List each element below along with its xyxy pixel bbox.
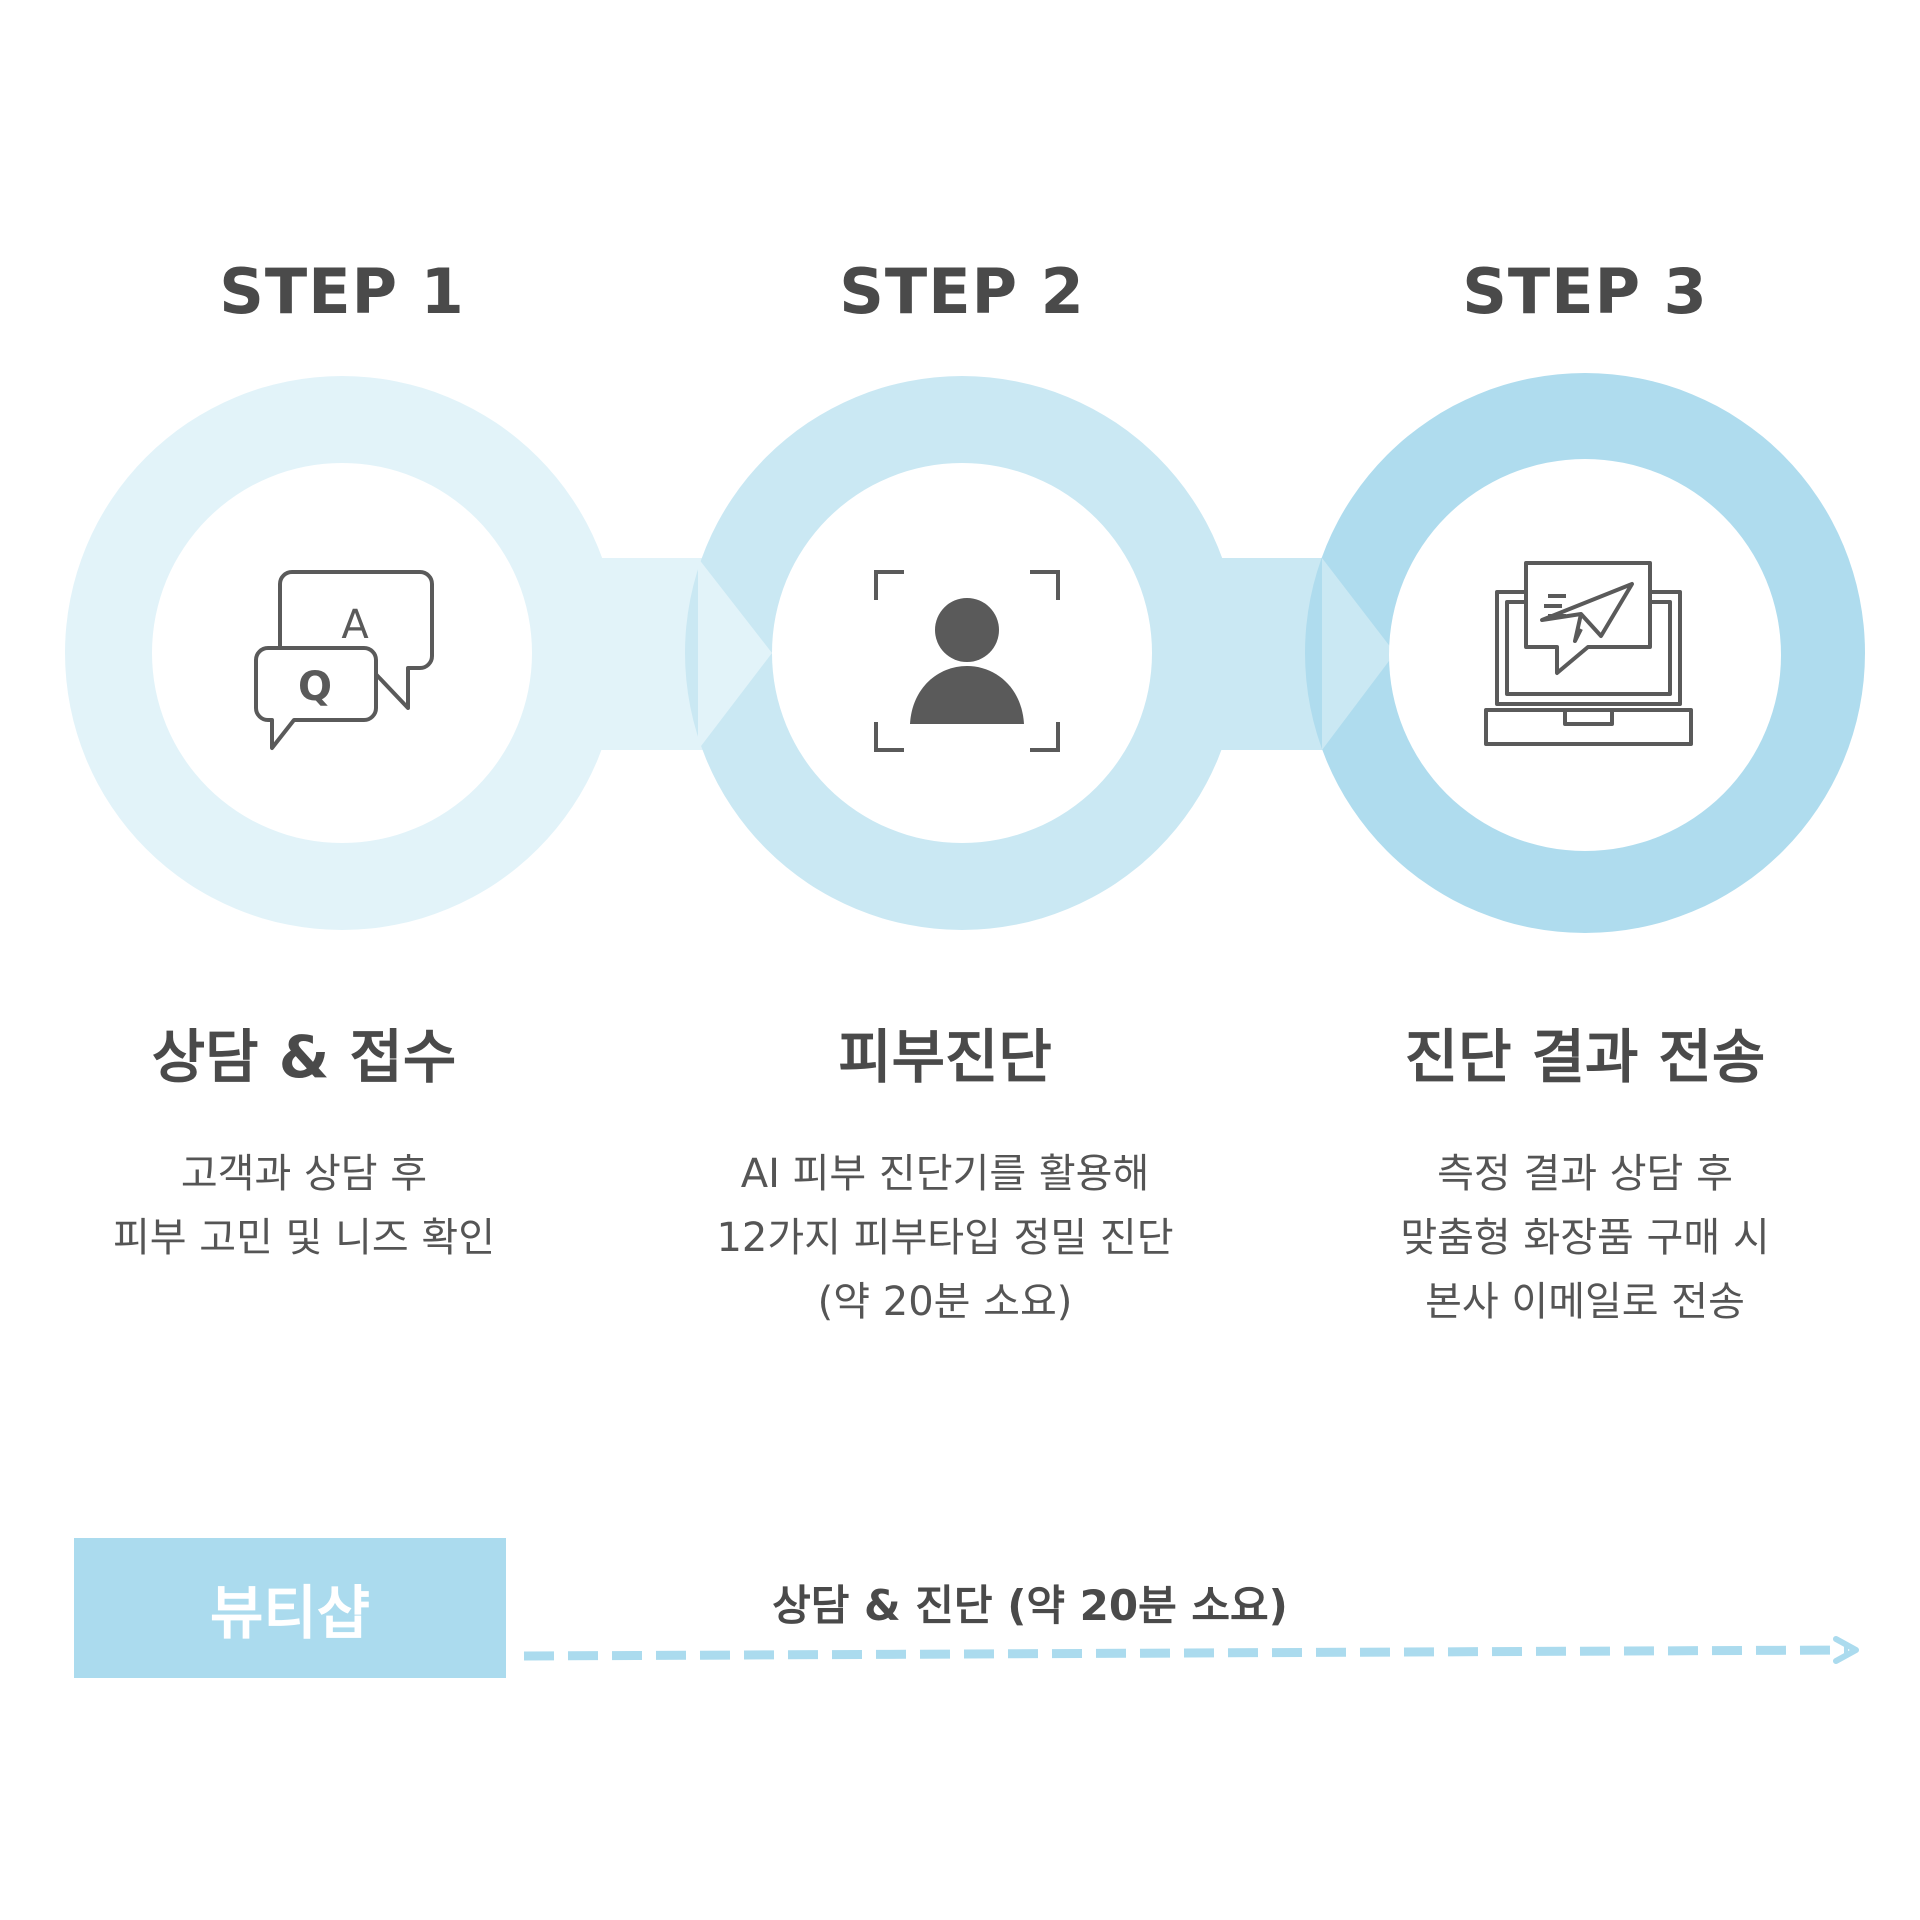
timeline-label: 상담 & 진단 (약 20분 소요) — [772, 1581, 1288, 1630]
step-3-description-line-1: 측정 결과 상담 후 — [1437, 1151, 1733, 1197]
face-scan-person-icon — [874, 570, 1060, 752]
step-2-description-line-1: AI 피부 진단기를 활용해 — [740, 1151, 1150, 1197]
step-1-description-line-2: 피부 고민 및 니즈 확인 — [112, 1215, 496, 1261]
step-1-description-line-1: 고객과 상담 후 — [180, 1151, 428, 1197]
answer-letter: A — [341, 602, 369, 648]
step-3-description-line-2: 맞춤형 화장품 구매 시 — [1400, 1215, 1770, 1261]
step-2-title: 피부진단 — [838, 1023, 1052, 1091]
step-2-label: STEP 2 — [839, 255, 1085, 328]
step-2-description: AI 피부 진단기를 활용해 12가지 피부타입 정밀 진단 (약 20분 소요… — [635, 1142, 1255, 1334]
step-1-description: 고객과 상담 후 피부 고민 및 니즈 확인 — [0, 1142, 614, 1270]
step-1-title: 상담 & 접수 — [151, 1023, 457, 1091]
beauty-shop-box: 뷰티샵 — [74, 1538, 506, 1678]
dashed-arrow-head — [1833, 1636, 1859, 1664]
question-letter: Q — [298, 664, 332, 710]
step-2-description-line-3: (약 20분 소요) — [817, 1279, 1073, 1325]
arrow-notch-1 — [698, 558, 772, 750]
step-2-description-line-2: 12가지 피부타입 정밀 진단 — [716, 1215, 1174, 1261]
step-1-label: STEP 1 — [219, 255, 465, 328]
dashed-arrow-line — [523, 1645, 1849, 1661]
step-3-description: 측정 결과 상담 후 맞춤형 화장품 구매 시 본사 이메일로 전송 — [1275, 1142, 1895, 1334]
step-3-label: STEP 3 — [1462, 255, 1708, 328]
beauty-shop-label: 뷰티샵 — [209, 1579, 371, 1647]
step-flow-diagram: A Q — [65, 373, 1865, 933]
step-3-inner — [1389, 459, 1781, 851]
arrow-notch-2 — [1322, 558, 1395, 750]
step-3-description-line-3: 본사 이메일로 전송 — [1425, 1279, 1745, 1325]
step-3-title: 진단 결과 전송 — [1404, 1023, 1766, 1091]
qa-chat-bubbles-icon — [254, 570, 434, 750]
laptop-paper-plane-icon — [1484, 561, 1693, 746]
dashed-arrow — [523, 1636, 1859, 1664]
